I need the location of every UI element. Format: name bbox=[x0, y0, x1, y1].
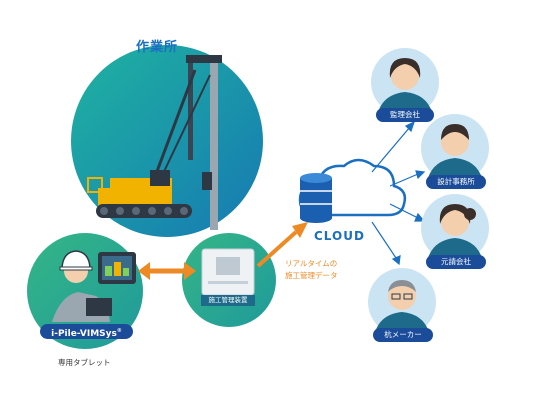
realtime-data-note: リアルタイムの 施工管理データ bbox=[285, 258, 338, 282]
cloud-label: CLOUD bbox=[314, 229, 365, 243]
upload-arrow bbox=[256, 222, 308, 268]
avatar-pile-maker bbox=[368, 268, 436, 336]
pile-driver-icon bbox=[87, 55, 222, 230]
worksite-title: 作業所 bbox=[136, 40, 179, 55]
data-note-line2: 施工管理データ bbox=[285, 271, 338, 280]
sync-arrow bbox=[138, 262, 196, 280]
avatar-contractor bbox=[421, 194, 489, 262]
data-note-line1: リアルタイムの bbox=[285, 259, 338, 268]
tablet-label: 専用タブレット bbox=[58, 358, 111, 367]
tablet-device-icon bbox=[98, 252, 136, 284]
avatar-designer bbox=[421, 114, 489, 182]
management-device-label: 施工管理装置 bbox=[201, 295, 255, 306]
stakeholder-label-supervisor: 監理会社 bbox=[376, 108, 434, 122]
vimsys-brand-text: i-Pile-VIMSys bbox=[51, 329, 117, 339]
stakeholder-label-designer: 設計事務所 bbox=[426, 175, 486, 189]
worker-icon bbox=[52, 250, 112, 322]
stakeholder-label-pile-maker: 杭メーカー bbox=[373, 328, 433, 342]
database-icon bbox=[300, 173, 332, 223]
vimsys-brand-banner: i-Pile-VIMSys® bbox=[40, 324, 133, 339]
distribution-arrows bbox=[371, 120, 426, 266]
avatar-supervisor bbox=[371, 48, 439, 116]
management-device-icon bbox=[201, 248, 255, 296]
registered-mark: ® bbox=[116, 328, 122, 334]
stakeholder-label-contractor: 元請会社 bbox=[426, 255, 486, 269]
